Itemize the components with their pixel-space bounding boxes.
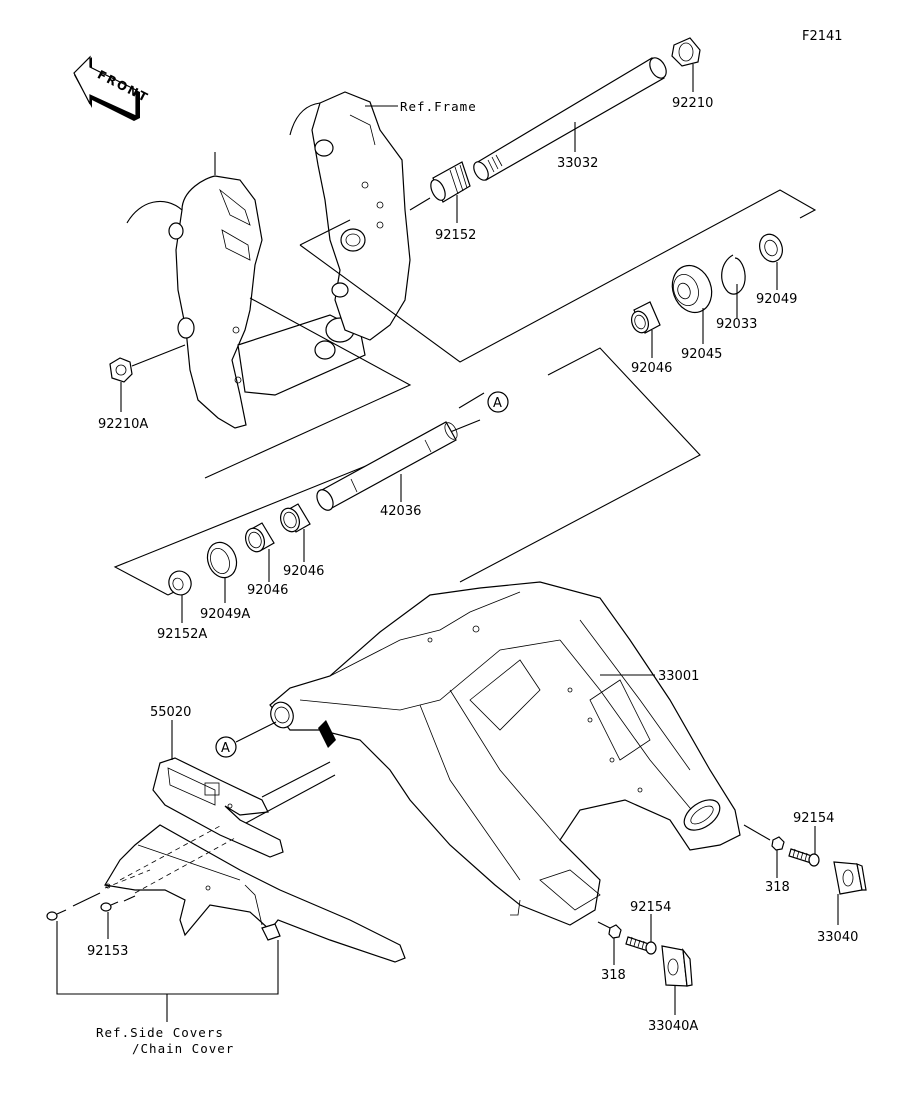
part-label-92154-right[interactable]: 92154 bbox=[793, 811, 834, 826]
part-label-33040[interactable]: 33040 bbox=[817, 930, 858, 945]
part-92046-low[interactable] bbox=[242, 522, 275, 582]
part-92154-right[interactable] bbox=[788, 826, 820, 867]
part-42036[interactable] bbox=[314, 421, 460, 513]
front-direction-arrow-icon: FRONT bbox=[73, 55, 151, 121]
part-label-33032[interactable]: 33032 bbox=[557, 156, 598, 171]
ref-frame-label: Ref.Frame bbox=[400, 99, 477, 114]
part-92154-left[interactable] bbox=[625, 914, 657, 955]
part-92210[interactable] bbox=[671, 37, 701, 92]
part-label-92046-top[interactable]: 92046 bbox=[631, 361, 672, 376]
part-33040A[interactable] bbox=[661, 945, 693, 1015]
part-55020[interactable] bbox=[152, 720, 336, 858]
part-33032[interactable] bbox=[471, 55, 670, 183]
callout-a-letter: A bbox=[493, 396, 502, 411]
part-label-92153[interactable]: 92153 bbox=[87, 944, 128, 959]
part-label-92152[interactable]: 92152 bbox=[435, 228, 476, 243]
callout-a-lower: A bbox=[215, 721, 277, 758]
callout-a-letter: A bbox=[221, 741, 230, 756]
part-label-92046-mid[interactable]: 92046 bbox=[283, 564, 324, 579]
part-label-92033[interactable]: 92033 bbox=[716, 317, 757, 332]
part-label-318-right[interactable]: 318 bbox=[765, 880, 790, 895]
part-33001-swingarm[interactable] bbox=[267, 581, 741, 926]
part-92152[interactable] bbox=[409, 161, 471, 223]
part-label-33040A[interactable]: 33040A bbox=[648, 1019, 698, 1034]
part-318-right[interactable] bbox=[771, 836, 785, 878]
figure-code: F2141 bbox=[802, 29, 843, 44]
part-92045[interactable] bbox=[666, 260, 718, 344]
part-label-92049[interactable]: 92049 bbox=[756, 292, 797, 307]
part-label-92210[interactable]: 92210 bbox=[672, 96, 713, 111]
part-92046-mid[interactable] bbox=[277, 503, 311, 562]
frame-right-plate bbox=[289, 91, 411, 341]
chain-cover-reference bbox=[104, 824, 406, 963]
part-92210A[interactable] bbox=[109, 344, 186, 412]
part-label-92046-low[interactable]: 92046 bbox=[247, 583, 288, 598]
frame-left-plate bbox=[126, 152, 366, 429]
part-label-92045[interactable]: 92045 bbox=[681, 347, 722, 362]
callout-a-top: A bbox=[487, 391, 509, 413]
part-92046-top[interactable] bbox=[629, 301, 661, 358]
part-92153[interactable] bbox=[46, 892, 136, 939]
part-318-left[interactable] bbox=[608, 924, 622, 965]
part-92049[interactable] bbox=[756, 231, 786, 290]
part-label-92210A[interactable]: 92210A bbox=[98, 417, 148, 432]
part-92033[interactable] bbox=[721, 254, 746, 318]
part-label-55020[interactable]: 55020 bbox=[150, 705, 191, 720]
part-92049A[interactable] bbox=[203, 538, 242, 603]
part-label-92152A[interactable]: 92152A bbox=[157, 627, 207, 642]
part-33040[interactable] bbox=[833, 861, 867, 925]
part-label-318-left[interactable]: 318 bbox=[601, 968, 626, 983]
part-label-92049A[interactable]: 92049A bbox=[200, 607, 250, 622]
part-label-33001[interactable]: 33001 bbox=[658, 669, 699, 684]
part-label-42036[interactable]: 42036 bbox=[380, 504, 421, 519]
part-92152A[interactable] bbox=[166, 568, 195, 623]
ref-chain-cover-label: /Chain Cover bbox=[132, 1041, 234, 1056]
part-label-92154-left[interactable]: 92154 bbox=[630, 900, 671, 915]
ref-side-covers-label: Ref.Side Covers bbox=[96, 1025, 224, 1040]
